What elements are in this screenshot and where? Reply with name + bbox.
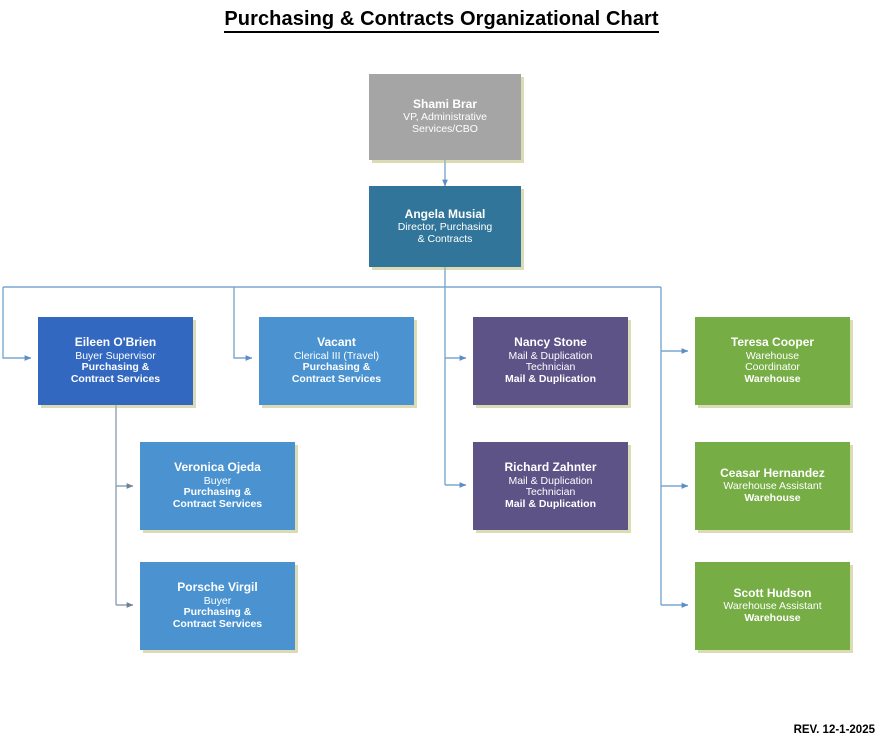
page-title: Purchasing & Contracts Organizational Ch… [0,8,883,33]
node-dept-line-2: Contract Services [172,498,263,511]
node-title-line-2: Technician [525,361,576,374]
node-buyer-veronica-ojeda[interactable]: Veronica Ojeda Buyer Purchasing & Contra… [140,442,295,530]
node-title-line-1: Mail & Duplication [508,474,593,487]
node-dept-line-2: Contract Services [291,373,382,386]
node-title-line-2: Technician [525,486,576,499]
node-director-angela-musial[interactable]: Angela Musial Director, Purchasing & Con… [369,186,521,267]
node-dept-line-1: Warehouse [744,373,801,386]
node-name: Richard Zahnter [504,460,597,475]
node-warehouse-assistant-scott-hudson[interactable]: Scott Hudson Warehouse Assistant Warehou… [695,562,850,650]
node-warehouse-coordinator-teresa-cooper[interactable]: Teresa Cooper Warehouse Coordinator Ware… [695,317,850,405]
node-name: Nancy Stone [514,335,587,350]
node-name: Angela Musial [404,206,486,221]
node-dept-line-2: Contract Services [172,618,263,631]
node-dept-line-1: Warehouse [744,612,801,625]
connector-bus-to-clerical [233,287,253,361]
node-mail-tech-nancy-stone[interactable]: Nancy Stone Mail & Duplication Technicia… [473,317,628,405]
node-title-line-1: VP, Administrative [403,111,487,124]
node-title-line-1: Warehouse Assistant [723,600,822,613]
node-buyer-porsche-virgil[interactable]: Porsche Virgil Buyer Purchasing & Contra… [140,562,295,650]
node-title-line-2: Coordinator [745,361,800,374]
node-title-line-2: & Contracts [417,232,473,245]
node-name: Eileen O'Brien [74,335,157,350]
node-dept-line-1: Purchasing & [183,486,252,499]
node-vp-shami-brar[interactable]: Shami Brar VP, Administrative Services/C… [369,74,521,160]
node-dept-line-1: Purchasing & [302,361,371,374]
node-clerical-vacant[interactable]: Vacant Clerical III (Travel) Purchasing … [259,317,414,405]
node-name: Teresa Cooper [730,335,815,350]
node-name: Shami Brar [412,97,478,112]
node-title-line-1: Buyer Supervisor [75,349,156,362]
revision-stamp: REV. 12-1-2025 [793,724,875,736]
node-warehouse-assistant-ceasar-hernandez[interactable]: Ceasar Hernandez Warehouse Assistant War… [695,442,850,530]
node-dept-line-1: Mail & Duplication [504,373,596,386]
node-title-line-1: Buyer [203,594,232,607]
node-title-line-1: Mail & Duplication [508,349,593,362]
node-dept-line-1: Warehouse [744,492,801,505]
node-dept-line-2: Contract Services [70,373,161,386]
page-title-text: Purchasing & Contracts Organizational Ch… [224,8,659,33]
node-name: Scott Hudson [733,586,812,601]
connector-bus-to-buyer-supervisor [2,287,32,361]
node-name: Veronica Ojeda [174,460,261,475]
node-title-line-1: Director, Purchasing [397,220,493,233]
node-dept-line-1: Mail & Duplication [504,498,596,511]
node-buyer-supervisor-eileen-obrien[interactable]: Eileen O'Brien Buyer Supervisor Purchasi… [38,317,193,405]
node-title-line-1: Buyer [203,474,232,487]
node-title-line-2: Services/CBO [412,123,478,136]
node-title-line-1: Warehouse Assistant [723,480,822,493]
node-dept-line-1: Purchasing & [183,606,252,619]
node-name: Vacant [317,335,356,350]
node-dept-line-1: Purchasing & [81,361,150,374]
node-name: Porsche Virgil [177,580,258,595]
node-mail-tech-richard-zahnter[interactable]: Richard Zahnter Mail & Duplication Techn… [473,442,628,530]
node-title-line-1: Clerical III (Travel) [293,349,380,362]
node-title-line-1: Warehouse [745,349,800,362]
node-name: Ceasar Hernandez [720,466,825,481]
